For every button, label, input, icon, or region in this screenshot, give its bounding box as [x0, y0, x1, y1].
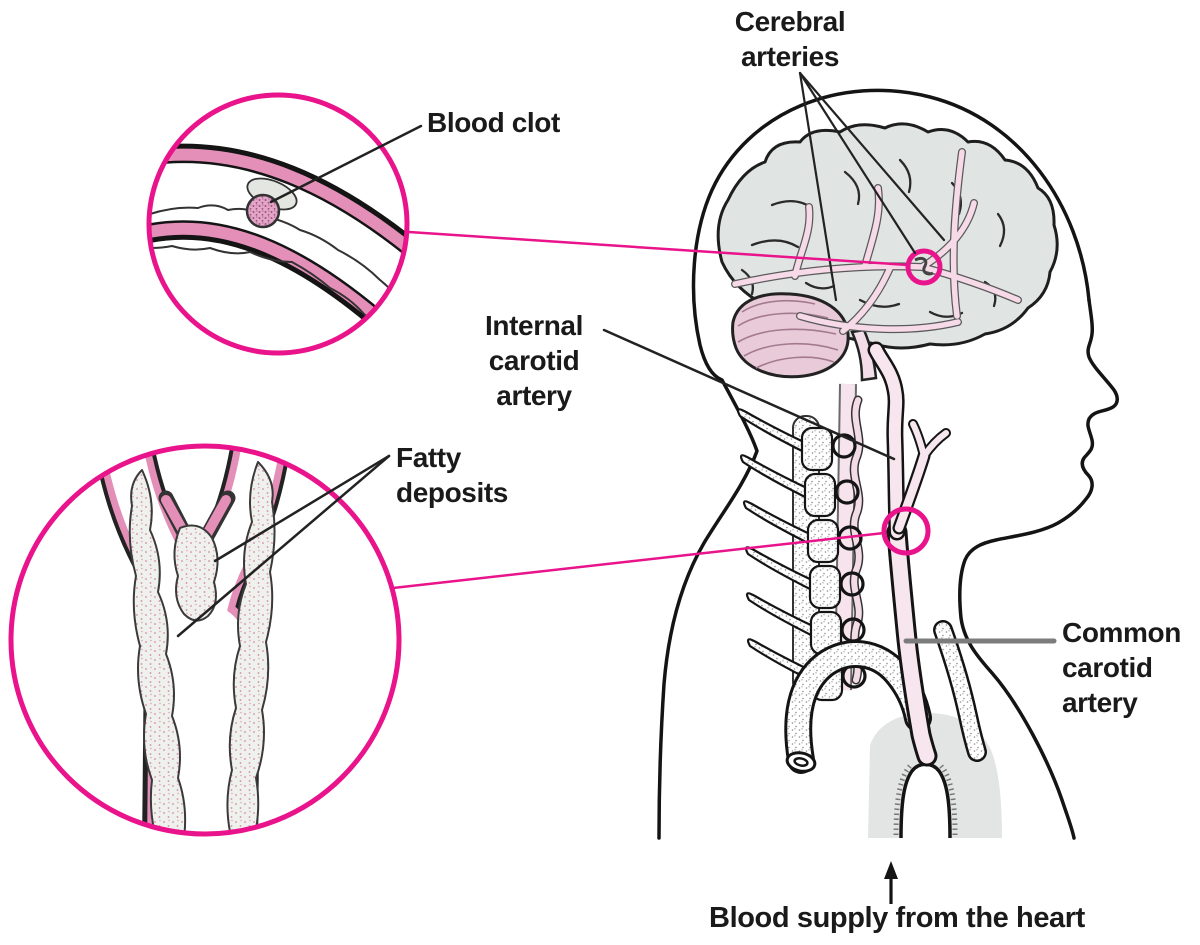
up-arrow-icon — [884, 861, 898, 904]
label-line: Internal — [485, 310, 583, 341]
clot-site-marker — [905, 248, 943, 286]
head-profile — [657, 88, 1119, 840]
inset-top-link-line — [407, 230, 910, 267]
label-line: Cerebral — [734, 6, 846, 37]
inset-ring-top — [146, 92, 410, 356]
cerebellum — [731, 292, 850, 379]
plaque-outlines — [149, 204, 399, 337]
label-internal-carotid-artery: Internal carotid artery — [459, 308, 609, 413]
label-line: carotid — [488, 345, 580, 376]
label-line: artery — [1062, 687, 1138, 718]
inset-ring-bottom — [8, 443, 402, 837]
label-fatty-deposits: Fatty deposits — [396, 440, 508, 510]
bifurcation-site-marker — [881, 506, 931, 556]
label-line: artery — [496, 380, 572, 411]
inset-bottom-link-line — [391, 531, 886, 590]
common-carotid-artery — [889, 524, 935, 764]
label-line: Fatty — [396, 442, 461, 473]
fatty-deposits-inset — [8, 443, 402, 837]
label-line: Blood clot — [427, 107, 560, 138]
internal-carotid-leader — [602, 328, 896, 461]
external-carotid-artery — [894, 451, 929, 533]
fatty-deposits-leaders — [176, 454, 391, 638]
vertebral-artery — [849, 395, 864, 685]
label-blood-supply: Blood supply from the heart — [637, 901, 1157, 936]
cerebral-arteries-leaders — [798, 71, 946, 302]
label-line: arteries — [741, 41, 839, 72]
aortic-arch — [784, 620, 1002, 839]
fatty-deposit-shapes — [128, 461, 276, 834]
label-blood-clot: Blood clot — [427, 105, 560, 140]
label-line: Common — [1062, 617, 1181, 648]
internal-carotid-artery — [870, 344, 903, 538]
label-line: Blood supply from the heart — [709, 902, 1085, 934]
cerebral-arteries-network — [731, 148, 1022, 335]
label-common-carotid-artery: Common carotid artery — [1062, 615, 1181, 720]
blood-clot-leader — [269, 124, 423, 204]
label-cerebral-arteries: Cerebral arteries — [690, 4, 890, 74]
label-line: carotid — [1062, 652, 1153, 683]
carotid-arteries — [867, 341, 951, 767]
leader-lines — [176, 71, 1057, 644]
blood-clot-inset — [146, 92, 410, 356]
label-line: deposits — [396, 477, 508, 508]
